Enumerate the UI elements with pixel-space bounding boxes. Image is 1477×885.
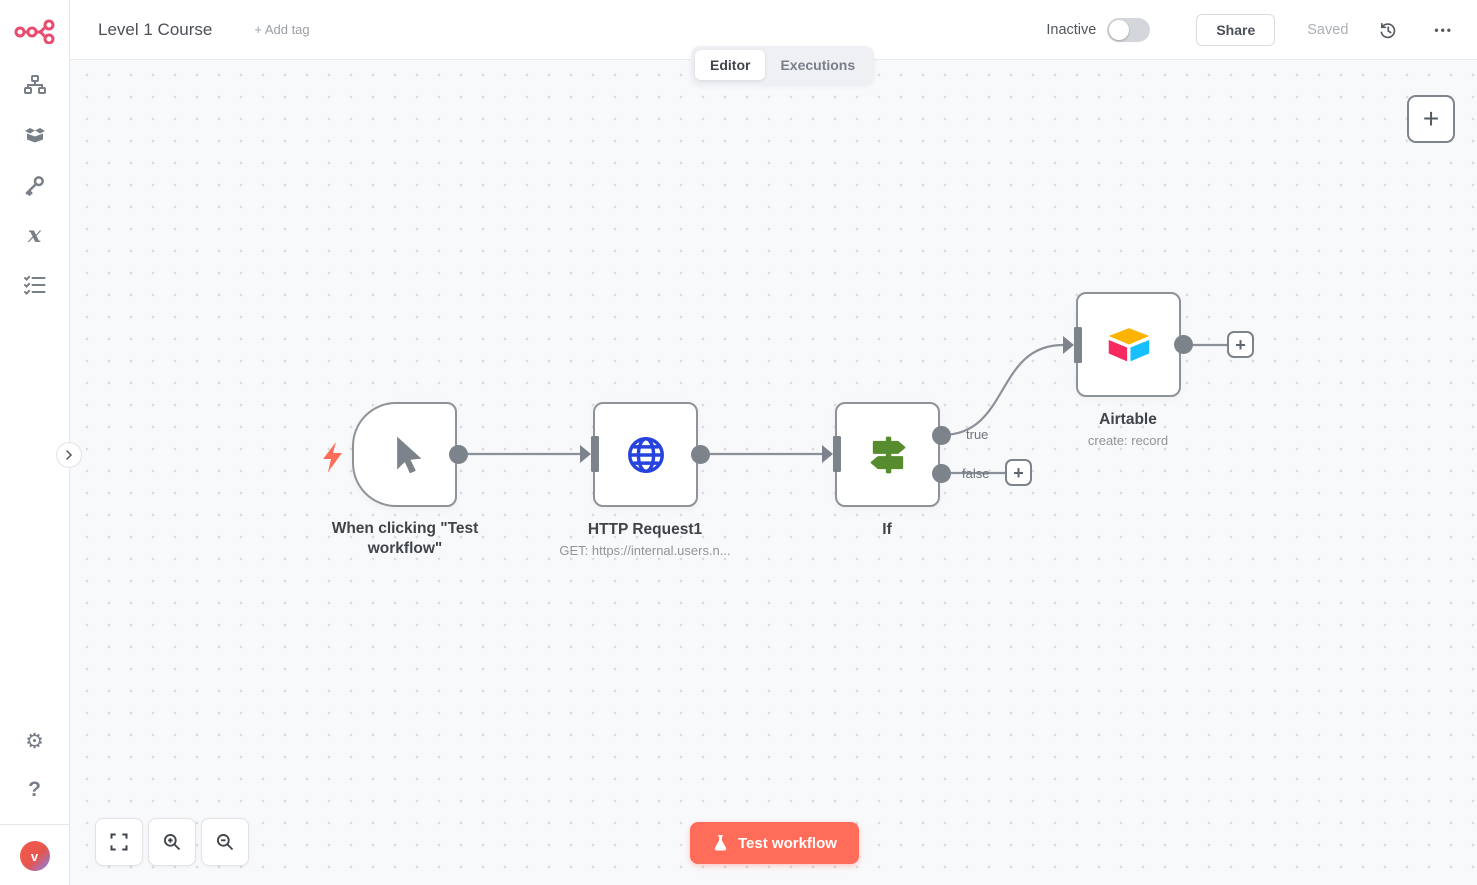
tab-executions[interactable]: Executions: [780, 57, 856, 73]
avatar-initial: v: [30, 848, 39, 864]
save-status: Saved: [1307, 21, 1349, 38]
airtable-input-endpoint[interactable]: [1063, 327, 1082, 363]
share-button[interactable]: Share: [1196, 13, 1276, 46]
cursor-icon: [396, 436, 421, 473]
connection-label-false: false: [962, 466, 990, 481]
zoom-controls: [95, 818, 249, 866]
node-airtable[interactable]: [1076, 292, 1181, 397]
node-if[interactable]: [835, 402, 940, 507]
test-workflow-label: Test workflow: [738, 834, 837, 852]
executions-icon[interactable]: [22, 272, 48, 298]
history-icon[interactable]: [1378, 20, 1398, 40]
zoom-in-button[interactable]: [148, 818, 196, 866]
connection-label-true: true: [966, 427, 989, 442]
add-node-after-airtable-button[interactable]: +: [1227, 331, 1254, 358]
n8n-logo[interactable]: [0, 0, 69, 60]
node-subtitle-airtable: create: record: [1087, 433, 1169, 449]
node-http-request[interactable]: [593, 402, 698, 507]
if-input-endpoint[interactable]: [822, 436, 841, 472]
zoom-to-fit-button[interactable]: [95, 818, 143, 866]
trigger-output-endpoint[interactable]: [449, 445, 468, 464]
user-avatar[interactable]: v: [19, 841, 50, 871]
templates-icon[interactable]: [22, 122, 48, 148]
collapse-sidebar-chevron[interactable]: [56, 442, 82, 468]
airtable-output-endpoint[interactable]: [1174, 335, 1193, 354]
zoom-out-button[interactable]: [201, 818, 249, 866]
variables-icon[interactable]: x: [22, 222, 48, 248]
node-label-if: If: [882, 521, 892, 538]
if-true-output-endpoint[interactable]: [932, 426, 951, 445]
airtable-icon: [1108, 327, 1149, 361]
http-input-endpoint[interactable]: [580, 436, 599, 472]
if-false-output-endpoint[interactable]: [932, 464, 951, 483]
editor-executions-tabs: Editor Executions: [691, 46, 875, 84]
activation-status-label: Inactive: [1046, 21, 1097, 38]
add-tag-button[interactable]: + Add tag: [254, 22, 310, 37]
workflow-title[interactable]: Level 1 Course: [98, 19, 213, 39]
node-label-trigger: When clicking "Test workflow": [331, 520, 479, 558]
trigger-bolt-icon: [323, 442, 344, 477]
add-node-from-false-button[interactable]: +: [1005, 459, 1032, 486]
main-sidebar: x ⚙ ? v: [0, 0, 70, 885]
tab-editor[interactable]: Editor: [695, 50, 766, 80]
test-workflow-button[interactable]: Test workflow: [690, 822, 859, 864]
help-icon[interactable]: ?: [28, 777, 41, 801]
node-manual-trigger[interactable]: [323, 402, 457, 507]
workflow-canvas[interactable]: + When clicking "Test workflow" HTTP Req…: [70, 60, 1477, 885]
signpost-icon: [870, 436, 905, 473]
flask-icon: [714, 834, 727, 851]
toggle-knob: [1109, 19, 1130, 40]
node-subtitle-http: GET: https://internal.users.n...: [559, 543, 731, 559]
workflows-icon[interactable]: [22, 72, 48, 98]
globe-icon: [627, 436, 664, 473]
sidebar-divider: [0, 824, 70, 825]
active-toggle[interactable]: [1107, 17, 1151, 42]
connections-layer: [458, 343, 1227, 475]
settings-gear-icon[interactable]: ⚙: [25, 729, 44, 753]
node-label-airtable: Airtable create: record: [1023, 410, 1233, 450]
overflow-menu-icon[interactable]: •••: [1434, 22, 1453, 37]
http-output-endpoint[interactable]: [691, 445, 710, 464]
add-node-button[interactable]: +: [1407, 95, 1455, 143]
variables-glyph: x: [27, 222, 42, 248]
credentials-icon[interactable]: [22, 172, 48, 198]
node-label-http: HTTP Request1 GET: https://internal.user…: [540, 520, 750, 560]
